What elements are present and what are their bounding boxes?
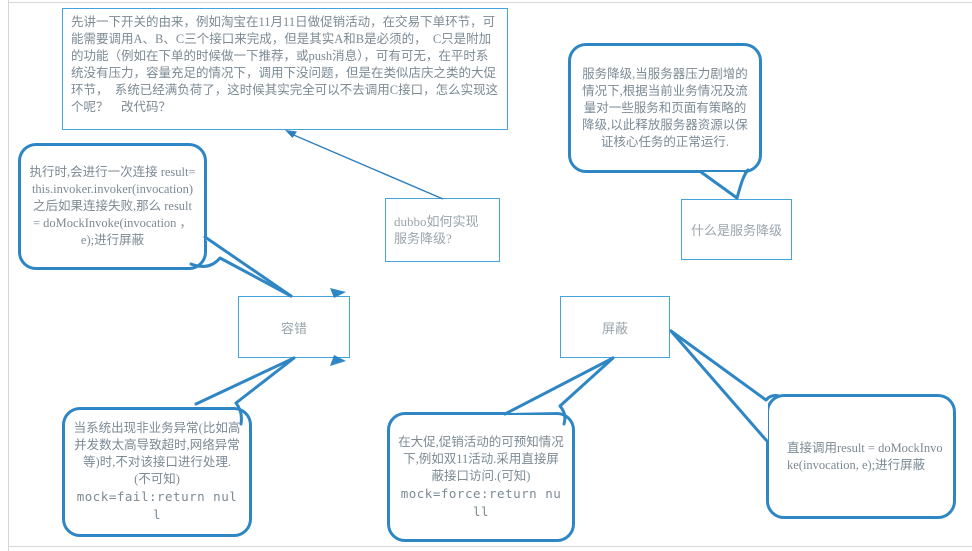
mock-fail-text: 当系统出现非业务异常(比如高并发数太高导致超时,网络异常等)时,不对该接口进行处… (73, 421, 241, 469)
intro-note-box: 先讲一下开关的由来，例如淘宝在11月11日做促销活动，在交易下单环节，可能需要调… (62, 8, 508, 130)
execution-detail-text: 执行时,会进行一次连接 result=this.invoker.invoker(… (29, 165, 196, 247)
canvas-frame-top (8, 2, 972, 3)
mock-fail-bubble: 当系统出现非业务异常(比如高并发数太高导致超时,网络异常等)时,不对该接口进行处… (62, 407, 252, 537)
fault-tolerance-label: 容错 (280, 320, 307, 336)
direct-invoke-bubble: 直接调用result = doMockInvoke(invocation, e)… (766, 394, 956, 519)
tail-definition-to-what-is (699, 168, 750, 200)
canvas-frame-bottom (8, 546, 972, 547)
definition-text: 服务降级,当服务器压力剧增的情况下,根据当前业务情况及流量对一些服务和页面有策略… (582, 66, 748, 149)
mock-force-text: 在大促,促销活动的可预知情况下,例如双11活动.采用直接屏蔽接口访问.(可知) (398, 434, 564, 483)
mock-fail-note: (不可知) (134, 472, 180, 486)
question-box: dubbo如何实现服务降级? (385, 198, 500, 262)
tail-direct-to-shield (669, 329, 781, 442)
canvas-frame-left (8, 0, 9, 551)
direct-invoke-text: 直接调用result = doMockInvoke(invocation, e)… (787, 440, 943, 472)
fault-tolerance-box: 容错 (238, 296, 350, 358)
mock-force-code: mock=force:return null (400, 485, 562, 519)
shield-box: 屏蔽 (560, 296, 670, 358)
question-text: dubbo如何实现服务降级? (394, 214, 479, 246)
what-is-degradation-box: 什么是服务降级 (681, 199, 792, 260)
shield-label: 屏蔽 (601, 320, 628, 336)
mock-force-bubble: 在大促,促销活动的可预知情况下,例如双11活动.采用直接屏蔽接口访问.(可知) … (387, 412, 575, 542)
intro-note-text: 先讲一下开关的由来，例如淘宝在11月11日做促销活动，在交易下单环节，可能需要调… (71, 15, 499, 114)
definition-bubble: 服务降级,当服务器压力剧增的情况下,根据当前业务情况及流量对一些服务和页面有策略… (568, 43, 762, 173)
what-is-degradation-label: 什么是服务降级 (690, 223, 782, 238)
execution-detail-bubble: 执行时,会进行一次连接 result=this.invoker.invoker(… (18, 143, 207, 270)
connector-question-to-note (285, 130, 444, 200)
mock-fail-code: mock=fail:return null (76, 489, 238, 522)
